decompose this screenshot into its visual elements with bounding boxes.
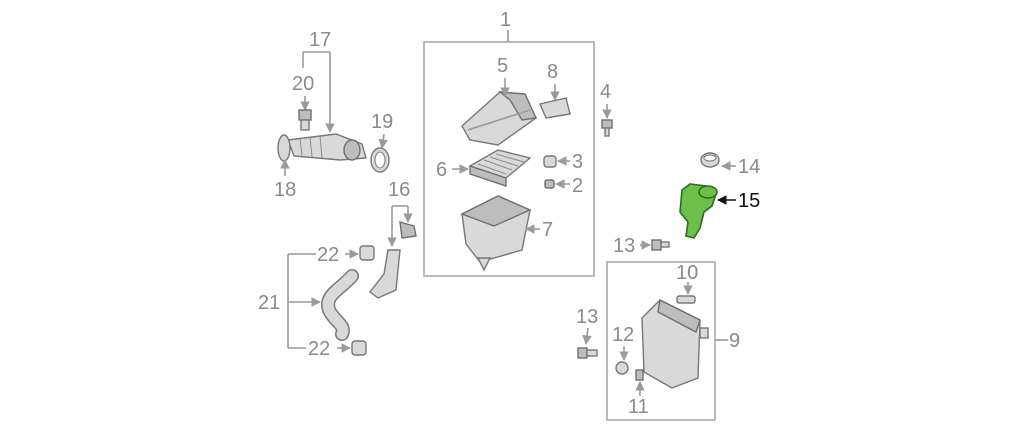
callout-4: 4	[600, 81, 611, 103]
callout-18: 18	[274, 179, 296, 201]
part-22-clamp-lower	[351, 340, 367, 356]
callout-12: 12	[612, 324, 634, 346]
part-8-duct	[539, 97, 571, 119]
part-15-intake-duct[interactable]	[679, 183, 718, 239]
callout-1: 1	[500, 9, 511, 31]
group-box-9	[606, 261, 716, 421]
callout-16: 16	[388, 179, 410, 201]
part-10-clip	[676, 295, 696, 304]
part-2-clip	[544, 179, 555, 189]
part-13-bolt-lower	[577, 347, 598, 359]
callout-6: 6	[436, 159, 447, 181]
group-box-1	[423, 41, 595, 277]
part-13-bolt-upper	[651, 239, 670, 251]
callout-14: 14	[738, 156, 760, 178]
callout-3: 3	[572, 151, 583, 173]
callout-22b: 22	[308, 338, 330, 360]
callout-22a: 22	[317, 244, 339, 266]
part-19-clamp	[370, 147, 390, 173]
callout-13a: 13	[613, 235, 635, 257]
part-22-clamp-upper	[359, 245, 375, 261]
part-18-clamp	[277, 134, 291, 162]
callout-2: 2	[572, 175, 583, 197]
part-6-filter-element	[468, 149, 532, 187]
part-4-bolt	[601, 119, 613, 137]
callout-5: 5	[497, 55, 508, 77]
callout-11: 11	[628, 396, 649, 418]
part-16-resonator-duct	[369, 221, 417, 299]
callout-10: 10	[676, 262, 698, 284]
callout-19: 19	[371, 111, 393, 133]
part-5-cleaner-cover	[461, 91, 538, 146]
part-17-intake-hose	[287, 133, 367, 161]
part-14-clamp	[700, 152, 720, 168]
callout-15[interactable]: 15	[738, 190, 760, 212]
callout-7: 7	[542, 219, 553, 241]
part-12-grommet	[615, 361, 629, 375]
part-20-sensor	[298, 109, 312, 131]
callout-17: 17	[309, 29, 331, 51]
callout-21: 21	[258, 292, 280, 314]
part-11-clip	[635, 369, 644, 381]
callout-8: 8	[547, 61, 558, 83]
part-3-grommet	[543, 155, 557, 168]
callout-20: 20	[292, 73, 314, 95]
callout-9: 9	[729, 330, 740, 352]
part-7-lower-housing	[460, 195, 532, 272]
callout-13b: 13	[576, 306, 598, 328]
part-9-lower-cover	[641, 298, 709, 389]
part-21-hose	[321, 269, 359, 341]
